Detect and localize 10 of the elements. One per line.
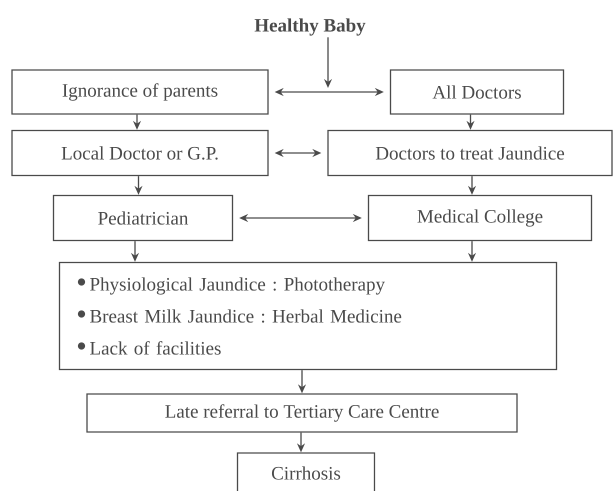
- bullet-list-box: Physiological Jaundice : Phototherapy Breast Milk Jaundice : Herbal Medicine Lack of facilities: [58, 262, 558, 370]
- process-box: All Doctors: [390, 69, 564, 115]
- process-box: Medical College: [368, 194, 592, 242]
- process-box: Local Doctor or G.P.: [11, 130, 269, 176]
- process-box: Cirrhosis: [236, 452, 376, 491]
- process-box: Doctors to treat Jaundice: [327, 130, 613, 176]
- process-box: Pediatrician: [52, 194, 234, 242]
- process-box: Late referral to Tertiary Care Centre: [86, 393, 518, 433]
- process-box: Ignorance of parents: [11, 69, 269, 115]
- heading-text: Healthy Baby: [254, 18, 366, 36]
